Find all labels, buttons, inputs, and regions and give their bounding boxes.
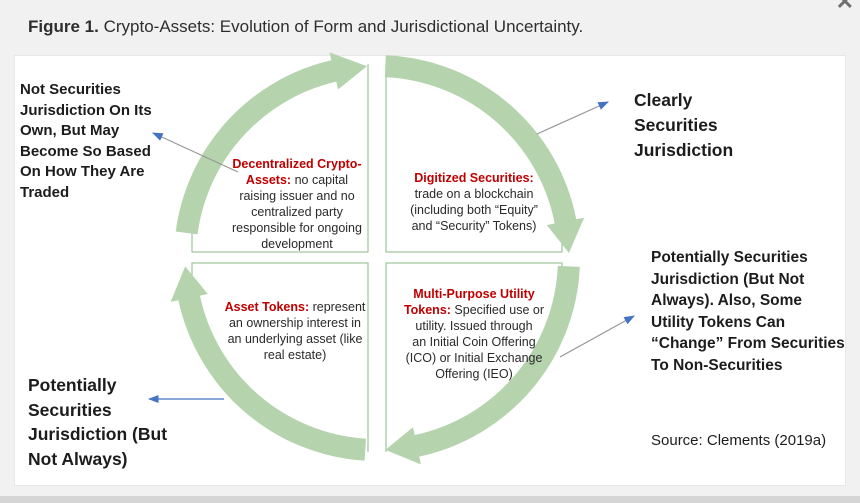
quadrant-text-multi-purpose-utility-tokens: Multi-Purpose Utility Tokens: Specified … — [390, 286, 558, 382]
quadrant-lead: Multi-Purpose Utility Tokens: — [403, 287, 535, 317]
quadrant-body: trade on a blockchain (including both “E… — [410, 187, 538, 233]
cycle-arc-bottom-left — [170, 266, 366, 461]
figure-label: Figure 1. — [28, 17, 99, 36]
leader-arrow-top-left — [152, 132, 239, 173]
leader-arrow-right — [559, 315, 635, 358]
annotation-potentially-securities-left: Potentially Securities Jurisdiction (But… — [28, 375, 168, 469]
quadrant-lead: Decentralized Crypto- Assets: — [232, 157, 362, 187]
quadrant-lead: Asset Tokens: — [224, 300, 310, 314]
cycle-arc-top-left — [175, 52, 367, 235]
leader-arrow-top-right — [536, 101, 609, 135]
quadrant-body: represent an ownership interest in an un… — [227, 300, 366, 362]
cycle-arc-bottom-right — [385, 265, 580, 465]
close-icon[interactable]: ✕ — [835, 0, 854, 14]
source-text: Source: Clements (2019a) — [651, 432, 827, 449]
figure-title-text: Crypto-Assets: Evolution of Form and Jur… — [98, 17, 584, 36]
bottom-divider — [0, 496, 860, 503]
annotation-not-securities: Not Securities Jurisdiction On Its Own, … — [20, 81, 152, 201]
annotation-potentially-securities-right: Potentially Securities Jurisdiction (But… — [651, 249, 845, 374]
cycle-arc-top-right — [384, 55, 585, 253]
quadrant-text-asset-tokens: Asset Tokens: represent an ownership int… — [215, 299, 375, 363]
quadrant-text-decentralized-crypto-assets: Decentralized Crypto- Assets: no capital… — [217, 156, 377, 252]
annotation-clearly-securities: Clearly Securities Jurisdiction — [634, 90, 734, 160]
quadrant-lead: Digitized Securities: — [414, 171, 534, 185]
quadrant-body: no capital raising issuer and no central… — [232, 173, 362, 251]
quadrant-body: Specified use or utility. Issued through… — [405, 303, 545, 381]
page-title: Figure 1. Crypto-Assets: Evolution of Fo… — [28, 17, 583, 37]
quadrant-text-digitized-securities: Digitized Securities: trade on a blockch… — [389, 170, 559, 234]
figure-canvas — [14, 55, 846, 486]
